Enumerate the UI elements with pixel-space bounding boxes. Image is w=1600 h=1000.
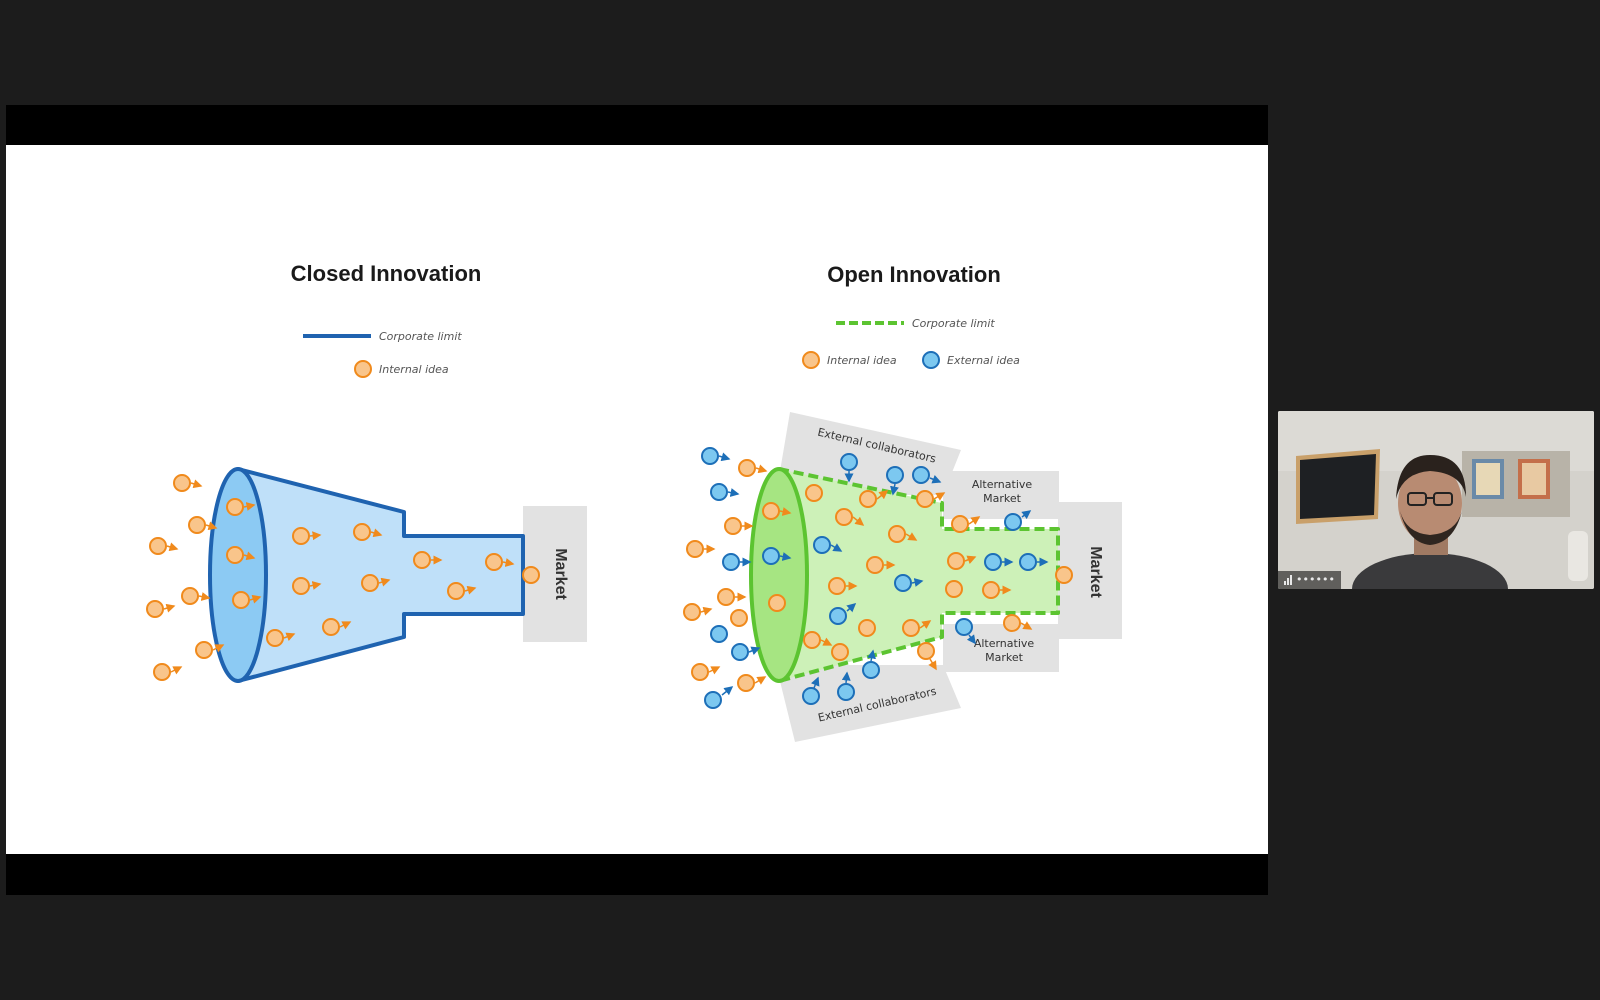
shared-slide: Closed Innovation Corporate limit Intern… [6,145,1268,854]
alt-market-top-label-2: Market [983,492,1021,505]
alt-market-bottom-label-2: Market [985,651,1023,664]
external-idea-icon [923,352,939,368]
open-innovation-diagram: Open Innovation Corporate limit Internal… [684,262,1122,742]
alt-market-bottom-label-1: Alternative [974,637,1035,650]
participant-video-tile[interactable]: •••••• [1278,411,1594,589]
open-title: Open Innovation [827,262,1001,287]
closed-legend: Corporate limit Internal idea [303,330,462,377]
closed-legend-internal: Internal idea [379,363,449,376]
internal-idea-icon [355,361,371,377]
closed-title: Closed Innovation [291,261,482,286]
open-legend-internal: Internal idea [827,354,897,367]
participant-name-tag: •••••• [1278,571,1341,589]
alt-market-top-label-1: Alternative [972,478,1033,491]
closed-innovation-diagram: Closed Innovation Corporate limit Intern… [147,261,587,681]
open-market-label: Market [1087,546,1104,598]
open-funnel-mouth [751,469,807,681]
closed-market-label: Market [552,548,569,600]
open-internal-idea-icon [803,352,819,368]
participant-name: •••••• [1296,571,1335,589]
open-legend-external: External idea [947,354,1020,367]
closed-legend-limit: Corporate limit [379,330,462,343]
participant-video-feed [1278,411,1594,589]
connection-signal-icon [1284,575,1292,585]
open-legend-limit: Corporate limit [912,317,995,330]
closed-funnel-shape [238,469,523,681]
open-legend: Corporate limit Internal idea External i… [803,317,1020,368]
